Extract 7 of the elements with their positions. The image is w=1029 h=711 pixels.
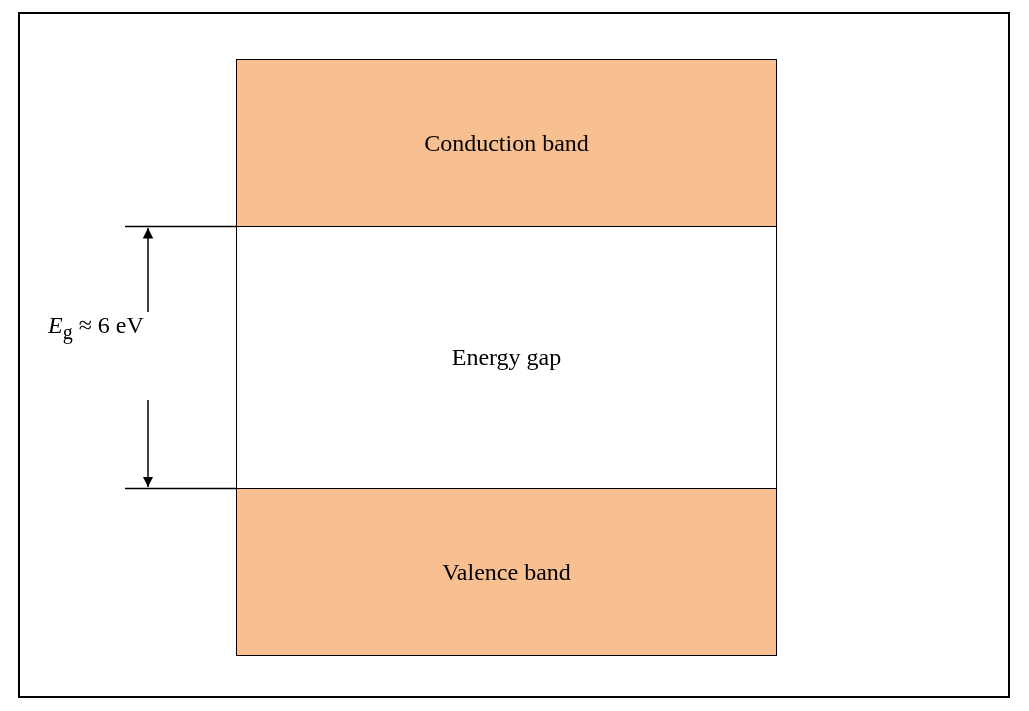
energy-gap-band (236, 226, 777, 489)
conduction-band (236, 59, 777, 227)
band-label: Energy gap (451, 344, 562, 371)
valence-band (236, 488, 777, 656)
band-label: Conduction band (424, 129, 589, 157)
energy-gap-label: E$_{g}$ ≈ 6 eV (48, 312, 144, 344)
band-label: Valence band (442, 558, 571, 586)
